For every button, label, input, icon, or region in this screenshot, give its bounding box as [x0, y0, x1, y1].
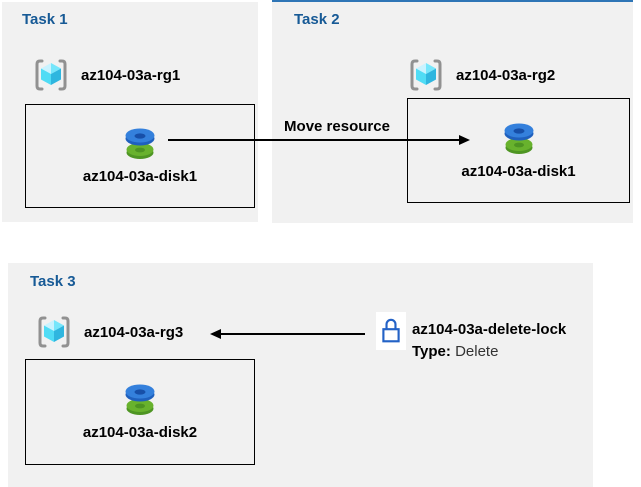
lock-caption: az104-03a-delete-lock Type: Delete [412, 319, 566, 363]
disk-name: az104-03a-disk2 [82, 424, 198, 441]
task1-panel [2, 2, 258, 222]
disk-icon [504, 123, 533, 154]
lock-type-line: Type: Delete [412, 341, 566, 363]
resource-group-name: az104-03a-rg2 [456, 66, 556, 84]
task2-title: Task 2 [294, 11, 340, 28]
move-arrow-line [168, 139, 460, 141]
task2-panel [272, 0, 633, 223]
task3-resource-group: az104-03a-rg3 [33, 311, 183, 353]
task3-title: Task 3 [30, 273, 76, 290]
lock-icon [382, 318, 400, 343]
resource-group-icon [35, 59, 67, 91]
lock-type-label: Type: [412, 342, 451, 360]
move-resource-label: Move resource [284, 118, 390, 135]
lock-tile [376, 312, 406, 350]
task3-panel [8, 263, 593, 487]
resource-group-icon [410, 59, 442, 91]
task2-resource-box: az104-03a-disk1 [407, 98, 630, 203]
lock-arrow-line [221, 333, 365, 335]
disk-icon [125, 384, 155, 415]
disk-icon [125, 128, 155, 159]
disk-name: az104-03a-disk1 [82, 168, 198, 185]
task1-resource-box: az104-03a-disk1 [25, 104, 255, 208]
resource-group-name: az104-03a-rg1 [81, 66, 181, 84]
resource-group-icon [38, 316, 70, 348]
task2-resource-group: az104-03a-rg2 [405, 54, 555, 96]
task1-resource-group: az104-03a-rg1 [30, 54, 180, 96]
arrow-right-icon [459, 134, 470, 145]
task3-resource-box: az104-03a-disk2 [25, 359, 255, 465]
disk-name: az104-03a-disk1 [461, 162, 576, 180]
resource-group-name: az104-03a-rg3 [84, 323, 184, 341]
lock-type-value: Delete [455, 342, 499, 360]
task1-title: Task 1 [22, 11, 68, 28]
lock-name: az104-03a-delete-lock [412, 321, 567, 338]
arrow-left-icon [210, 328, 221, 339]
